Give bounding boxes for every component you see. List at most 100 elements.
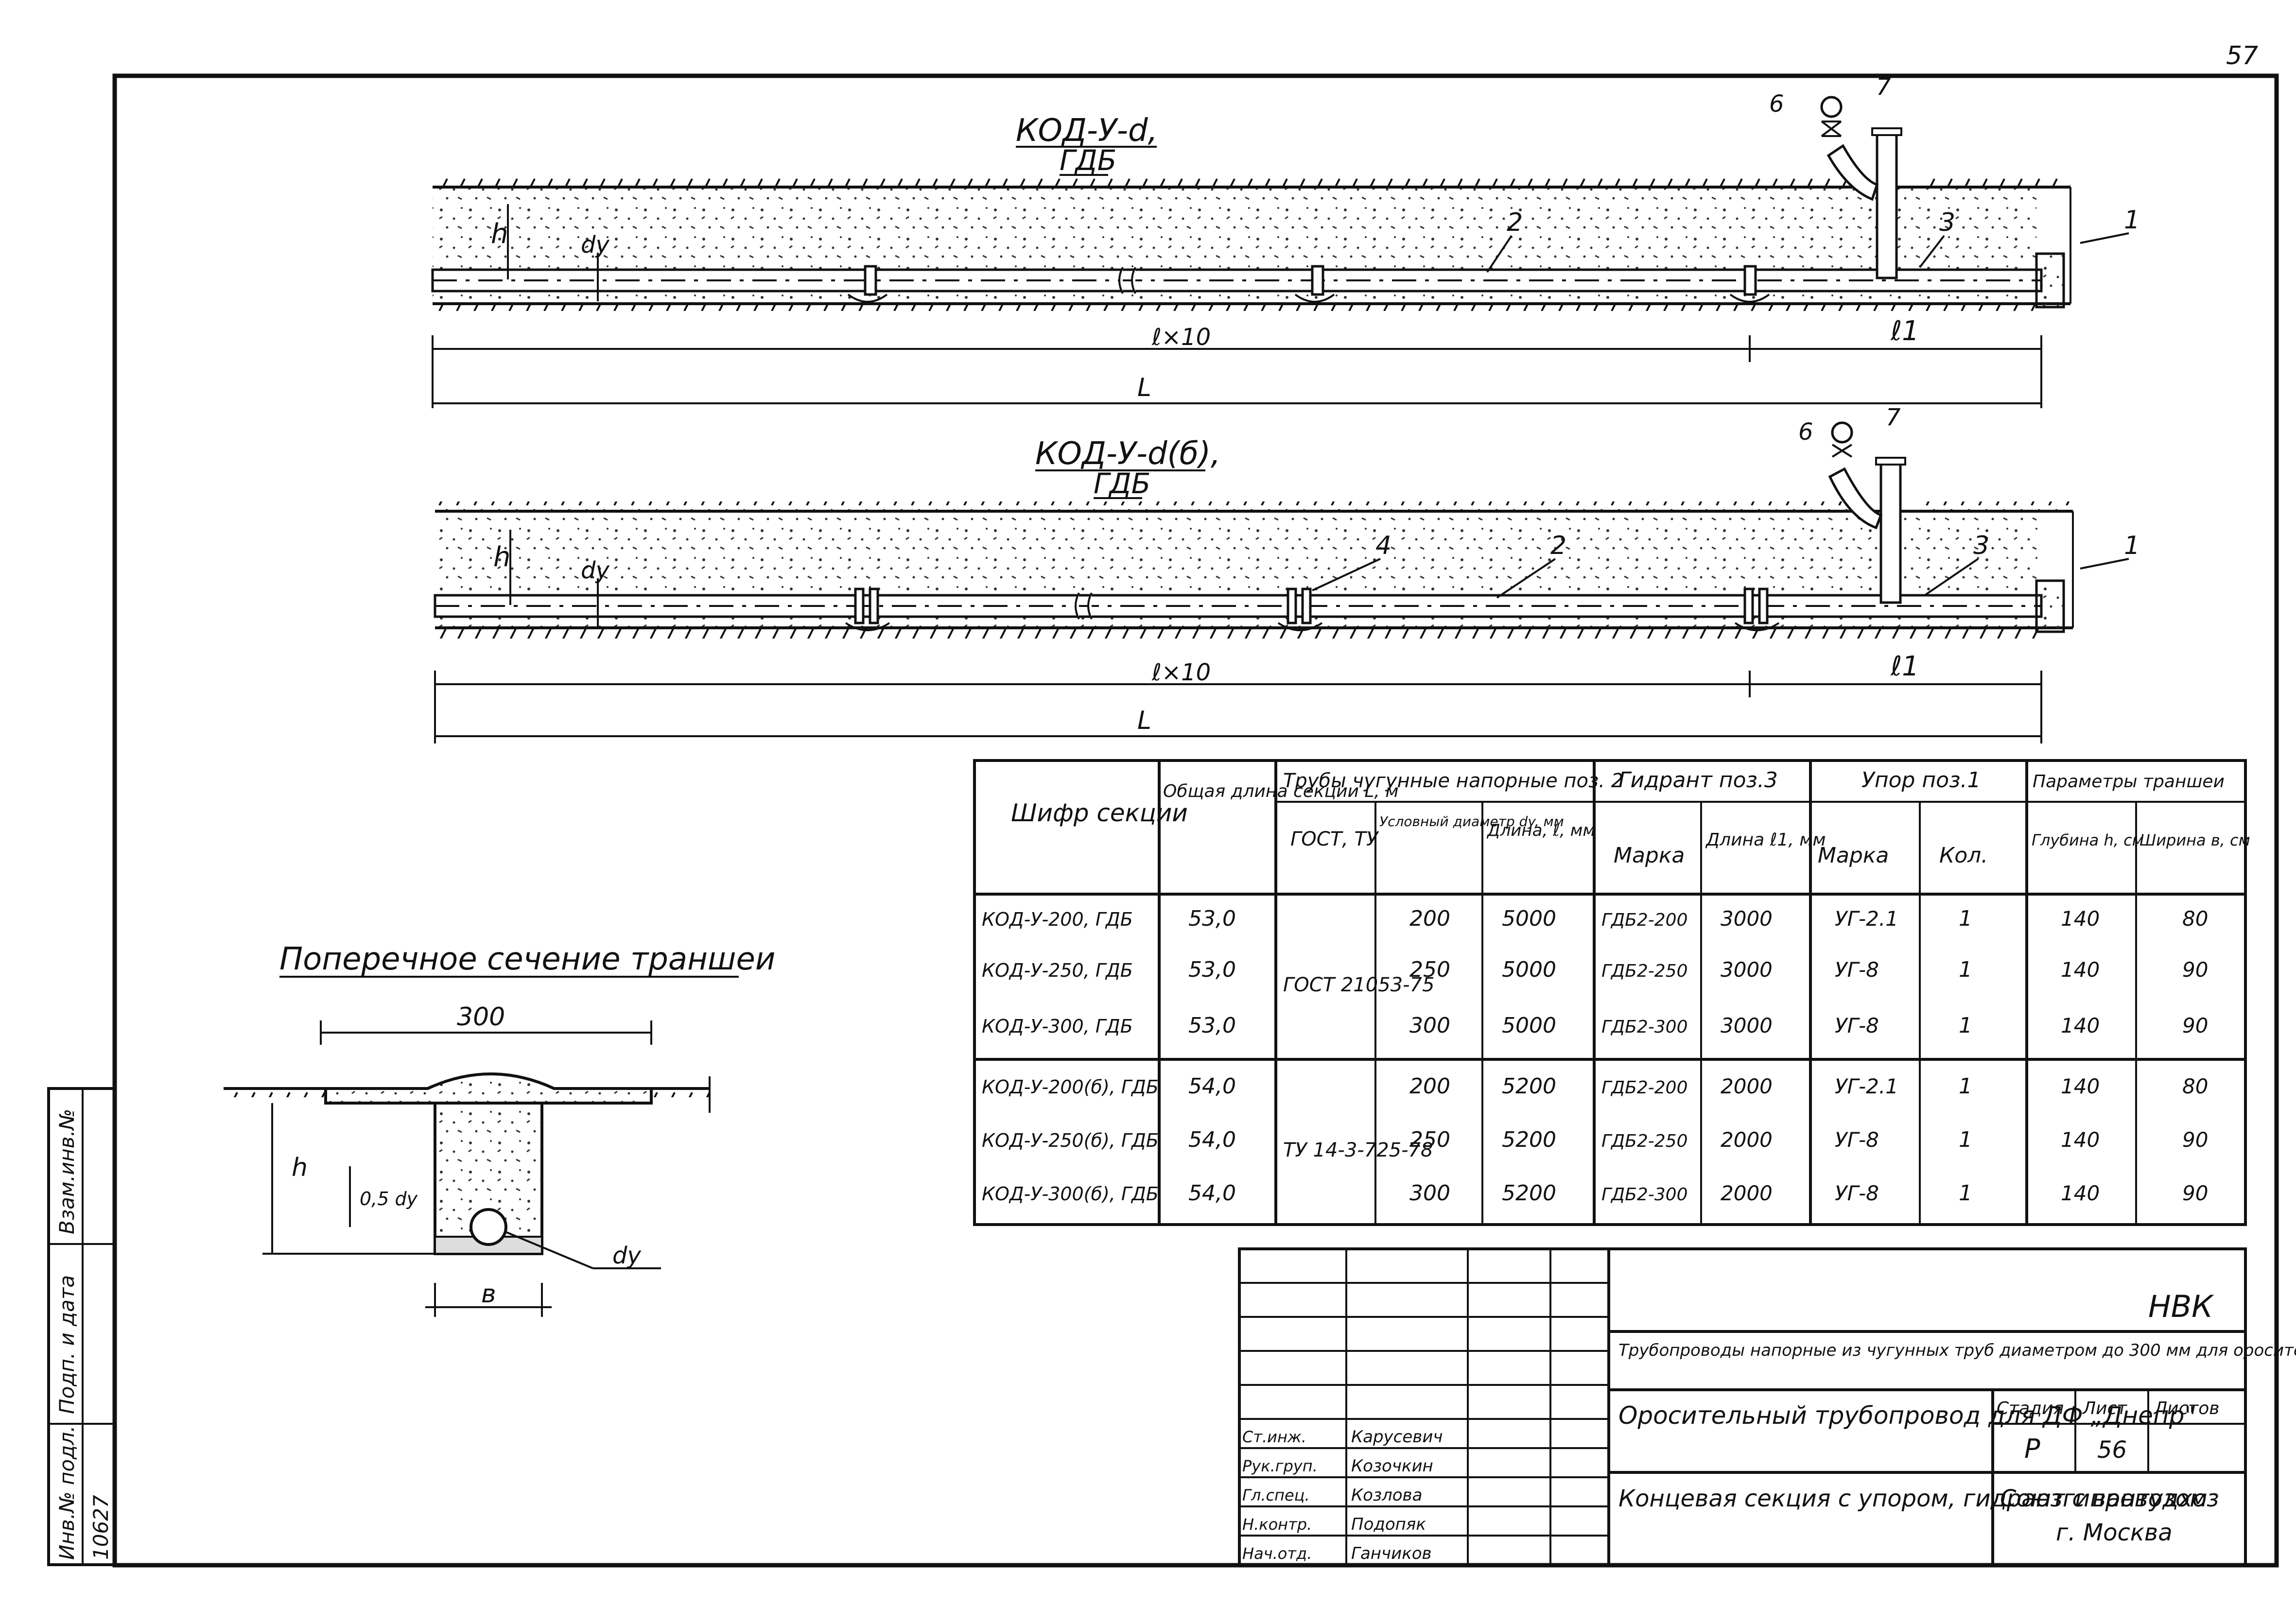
drawing1-dim-L: L [1137,373,1151,402]
title-block: НВК Трубопроводы напорные из чугунных тр… [1238,1247,2296,1566]
cell-diam: 300 [1409,1181,1450,1206]
cell-diam: 200 [1409,1074,1450,1099]
th-depth: Глубина h, см [2032,831,2144,849]
tb-city: г. Москва [2056,1519,2173,1546]
signature-role: Гл.спец. [1242,1486,1310,1504]
cell-width: 90 [2182,1181,2208,1205]
cell-qty: 1 [1959,1074,1972,1099]
cell-code: КОД-У-300(б), ГДБ [982,1183,1159,1205]
stamp-inv-podl: Инв.№ подл. [55,1426,79,1560]
cell-hydrant-mark: ГДБ2-250 [1601,961,1688,981]
cell-width: 80 [2182,907,2208,931]
cell-width: 90 [2182,1014,2208,1037]
cell-width: 90 [2182,1128,2208,1152]
cross-section-mound [324,1072,653,1105]
cell-qty: 1 [1959,957,1972,982]
drawing1-marker-2: 2 [1507,208,1523,237]
cross-section-pipe [470,1208,507,1246]
th-stop-group: Упор поз.1 [1861,768,1981,793]
signature-rows: Ст.инж.КарусевичРук.груп.КозочкинГл.спец… [1242,1427,1443,1563]
drawing1-title-line2: ГДБ [1060,144,1116,177]
cell-code: КОД-У-200(б), ГДБ [982,1076,1159,1098]
cross-section-dim-half: 0,5 dy [360,1188,418,1210]
cell-diam: 200 [1409,906,1450,931]
vent-valve-1 [1820,96,1843,118]
cell-depth: 140 [2061,958,2100,982]
gost-group-2: ТУ 14-3-725-78 [1283,1139,1433,1161]
signature-role: Ст.инж. [1242,1428,1306,1446]
cell-depth: 140 [2061,1074,2100,1098]
cross-section-dim-dy: dy [612,1242,641,1269]
drawing1-dim-l1: ℓ1 [1890,315,1919,347]
cell-stop-mark: УГ-8 [1835,1181,1879,1205]
signature-name: Козочкин [1351,1456,1433,1476]
cell-hydrant-mark: ГДБ2-200 [1601,910,1688,930]
cell-length: 54,0 [1188,1074,1236,1099]
cell-diam: 250 [1409,1127,1450,1152]
cell-length: 53,0 [1188,957,1236,982]
cell-width: 90 [2182,958,2208,982]
drawing2-title-line1: КОД-У-d(б), [1035,436,1220,472]
sheet-frame [112,73,2279,1568]
cell-code: КОД-У-250(б), ГДБ [982,1130,1159,1151]
signature-role: Рук.груп. [1242,1457,1318,1475]
cross-section-title: Поперечное сечение траншеи [279,941,775,977]
cell-length: 53,0 [1188,906,1236,931]
cell-hydrant-len: 3000 [1721,907,1773,931]
tb-organization: Союзгипроводхоз [2000,1485,2219,1512]
th-length: Общая длина секции L, м [1163,781,1398,801]
signature-name: Козлова [1351,1486,1422,1505]
th-code: Шифр секции [1011,799,1188,827]
signature-role: Н.контр. [1242,1515,1312,1534]
drawing2-marker-2: 2 [1550,531,1566,560]
pipeline-drawing-2: КОД-У-d(б), ГДБ h dy ℓ×1 [434,404,2140,743]
tb-sheet-value: 56 [2097,1436,2127,1464]
hydrant-riser-2 [1879,460,1902,604]
tb-sheets-label: Листов [2153,1399,2219,1418]
cell-code: КОД-У-250, ГДБ [982,960,1133,981]
drawing1-dim-h: h [491,218,508,250]
drawing2-dim-L: L [1137,706,1151,735]
ground-hatch-top-2 [435,501,1869,512]
cell-pipe-len: 5200 [1502,1127,1556,1152]
ground-hatch-top-1 [433,177,1861,188]
signature-name: Подопяк [1351,1515,1426,1534]
th-stop-mark: Марка [1818,843,1889,868]
cell-length: 54,0 [1188,1127,1236,1152]
cell-pipe-len: 5000 [1502,1013,1556,1038]
hydrant-riser-1 [1876,131,1898,279]
cell-hydrant-len: 3000 [1721,1014,1773,1037]
drawing2-dim-lx10: ℓ×10 [1151,659,1211,686]
cell-pipe-len: 5200 [1502,1074,1556,1099]
tb-sheet-title: Концевая секция с упором, гидрант с вант… [1618,1485,2207,1512]
stop-block-1 [2035,252,2065,309]
sections-table: Шифр секции Общая длина секции L, м Труб… [973,759,2250,1226]
cell-depth: 140 [2061,1181,2100,1205]
drawing2-dim-dy: dy [581,557,609,584]
drawing1-marker-3: 3 [1939,208,1955,237]
stamp-vzam-inv: Взам.инв.№ [55,1109,79,1234]
stamp-inv-value: 10627 [89,1495,113,1560]
cell-qty: 1 [1959,1181,1972,1206]
drawing2-title-line2: ГДБ [1094,467,1150,500]
th-gost: ГОСТ, ТУ [1290,828,1379,850]
drawing2-marker-6: 6 [1798,418,1813,446]
cell-stop-mark: УГ-8 [1835,1014,1879,1037]
tb-object-title: Оросительный трубопровод для ДФ „Днепр" [1618,1401,2195,1430]
cell-hydrant-len: 3000 [1721,958,1773,982]
cell-hydrant-mark: ГДБ2-250 [1601,1131,1688,1151]
side-stamp: Взам.инв.№ Подп. и дата Инв.№ подл. 1062… [47,1087,116,1566]
th-diam: Условный диаметр dy, мм [1379,813,1564,829]
cell-code: КОД-У-300, ГДБ [982,1016,1133,1037]
cell-stop-mark: УГ-8 [1835,1128,1879,1152]
trench-cross-section: Поперечное сечение траншеи 300 h 0,5 dy … [224,941,775,1317]
cross-section-dim-h: h [292,1153,308,1182]
tb-series-title: Трубопроводы напорные из чугунных труб д… [1618,1341,2296,1360]
gost-group-1: ГОСТ 21053-75 [1283,974,1434,996]
ground-hatch-bottom-1 [433,304,2036,314]
drawing2-marker-3: 3 [1973,531,1989,560]
cell-pipe-len: 5000 [1502,957,1556,982]
vent-valve-2 [1831,421,1853,444]
